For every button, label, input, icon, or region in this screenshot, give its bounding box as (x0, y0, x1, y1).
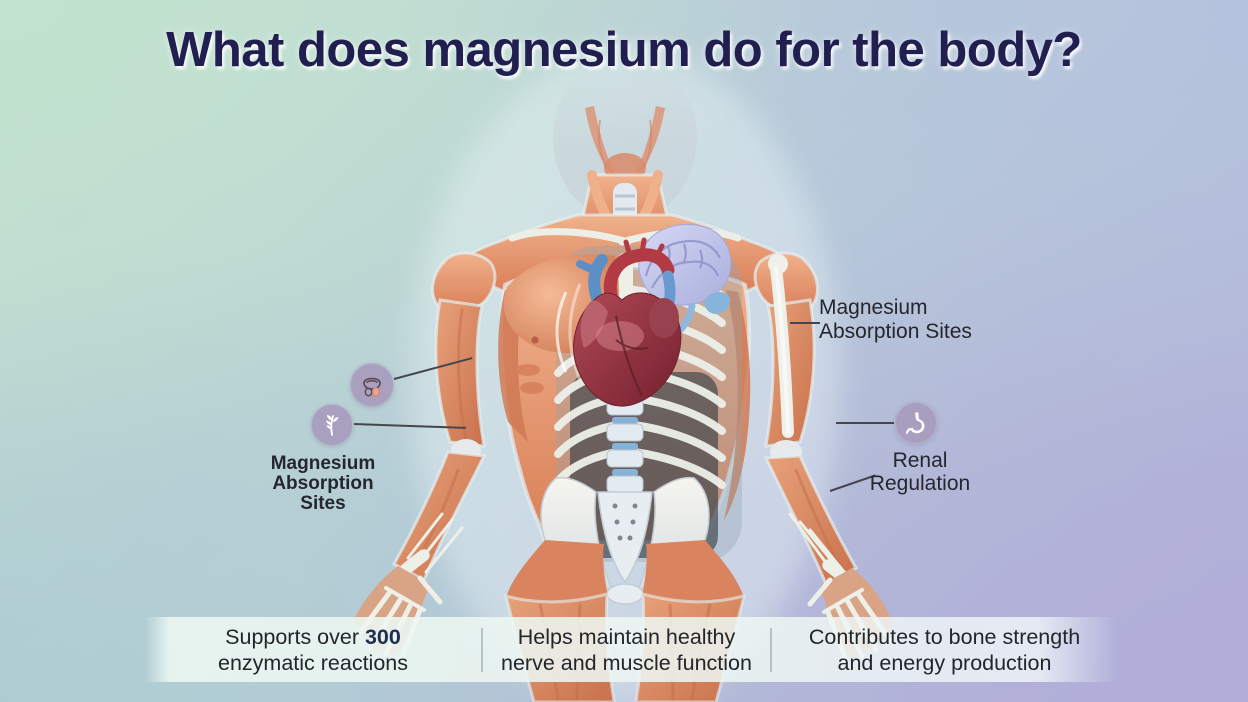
fact-line: Contributes to bone strength (808, 624, 1081, 649)
heart (573, 237, 682, 407)
label-absorption-left: Magnesium Absorption Sites (248, 454, 398, 514)
fact-bone-energy: Contributes to bone strength and energy … (772, 624, 1117, 676)
label-line: Sites (300, 493, 346, 514)
label-line: Renal (892, 449, 948, 472)
right-oblique (724, 290, 751, 520)
fact-line: and energy production (837, 650, 1052, 675)
label-line: Magnesium (819, 296, 928, 319)
fact-line: nerve and muscle function (501, 650, 752, 675)
fact-highlight: 300 (364, 624, 401, 649)
fact-divider (481, 627, 483, 672)
fact-nerve-muscle: Helps maintain healthy nerve and muscle … (483, 624, 770, 676)
pulse-lines (555, 283, 582, 381)
badge-digestive (350, 363, 394, 407)
stomach-icon (905, 412, 925, 434)
intestines-icon (363, 377, 381, 397)
left-lat (498, 290, 528, 442)
label-line: Magnesium (270, 453, 376, 474)
badge-stomach (895, 402, 937, 444)
connector-absorption-right (790, 322, 820, 324)
page-title: What does magnesium do for the body? (166, 23, 1082, 77)
label-line: Absorption (272, 473, 374, 494)
fact-line: Supports over 300 (225, 624, 401, 649)
badge-plant (311, 404, 353, 446)
label-line: Absorption Sites (819, 320, 972, 343)
fact-line: enzymatic reactions (218, 650, 408, 675)
fact-line: Helps maintain healthy (517, 624, 736, 649)
connector-renal (836, 422, 894, 424)
label-renal: Renal Regulation (856, 449, 984, 495)
left-clavicle (508, 228, 632, 246)
fact-enzymatic: Supports over 300 enzymatic reactions (145, 624, 481, 676)
footer-bar: Supports over 300 enzymatic reactions He… (145, 617, 1117, 682)
leaf-icon (326, 415, 339, 436)
fact-divider (770, 627, 772, 672)
label-line: Regulation (869, 472, 971, 495)
label-absorption-right: Magnesium Absorption Sites (819, 296, 972, 344)
